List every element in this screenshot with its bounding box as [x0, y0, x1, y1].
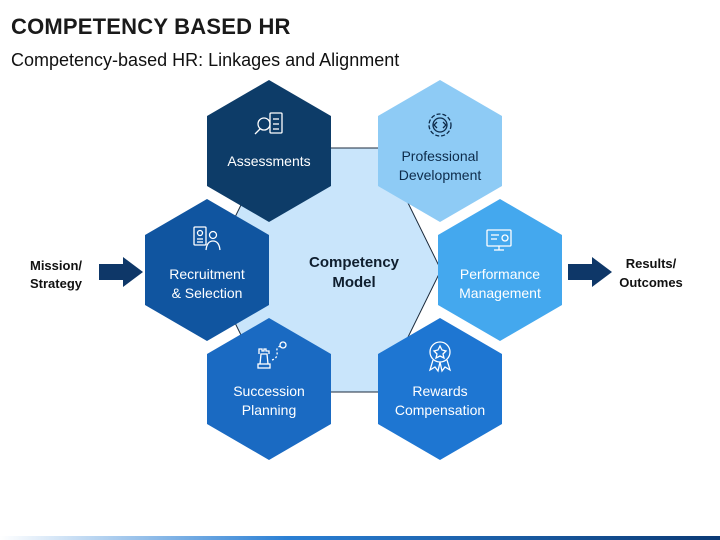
hexagon-rewards-compensation: [378, 318, 502, 460]
center-label-line-2: Model: [332, 274, 375, 291]
gear-code-icon: [428, 113, 452, 137]
input-arrow: [99, 257, 143, 287]
slide-subtitle: Competency-based HR: Linkages and Alignm…: [11, 50, 400, 70]
node-label-professional-development-1: Professional: [401, 148, 478, 164]
hexagon-professional-development: [378, 80, 502, 222]
node-label-succession-planning-1: Succession: [233, 383, 305, 399]
hexagon-assessments: [207, 80, 331, 222]
node-label-recruitment-selection-1: Recruitment: [169, 266, 245, 282]
center-label-line-1: Competency: [309, 254, 400, 271]
node-label-assessments: Assessments: [227, 153, 310, 169]
hexagon-succession-planning: [207, 318, 331, 460]
node-label-rewards-compensation-2: Compensation: [395, 402, 485, 418]
node-professional-development: Professional Development: [378, 80, 502, 222]
input-label-line-1: Mission/: [30, 258, 82, 273]
hexagon-recruitment-selection: [145, 199, 269, 341]
node-label-performance-management-2: Management: [459, 285, 541, 301]
candidate-profile-icon: [193, 226, 221, 251]
footer-accent-bar: [0, 536, 720, 540]
output-label-line-2: Outcomes: [619, 275, 683, 290]
node-label-professional-development-2: Development: [399, 167, 482, 183]
input-label-line-2: Strategy: [30, 276, 83, 291]
node-recruitment-selection: Recruitment & Selection: [145, 199, 269, 341]
slide-title: COMPETENCY BASED HR: [11, 14, 291, 39]
node-assessments: Assessments: [207, 80, 331, 222]
magnifier-checklist-icon: [254, 112, 283, 135]
output-arrow: [568, 257, 612, 287]
chess-path-icon: [257, 341, 287, 369]
output-label-line-1: Results/: [626, 256, 677, 271]
dashboard-monitor-icon: [486, 229, 512, 251]
node-rewards-compensation: Rewards Compensation: [378, 318, 502, 460]
node-label-performance-management-1: Performance: [460, 266, 540, 282]
node-performance-management: Performance Management: [438, 199, 562, 341]
hexagon-performance-management: [438, 199, 562, 341]
node-label-recruitment-selection-2: & Selection: [172, 285, 243, 301]
node-label-rewards-compensation-1: Rewards: [412, 383, 467, 399]
node-succession-planning: Succession Planning: [207, 318, 331, 460]
node-label-succession-planning-2: Planning: [242, 402, 297, 418]
award-ribbon-icon: [428, 341, 452, 373]
